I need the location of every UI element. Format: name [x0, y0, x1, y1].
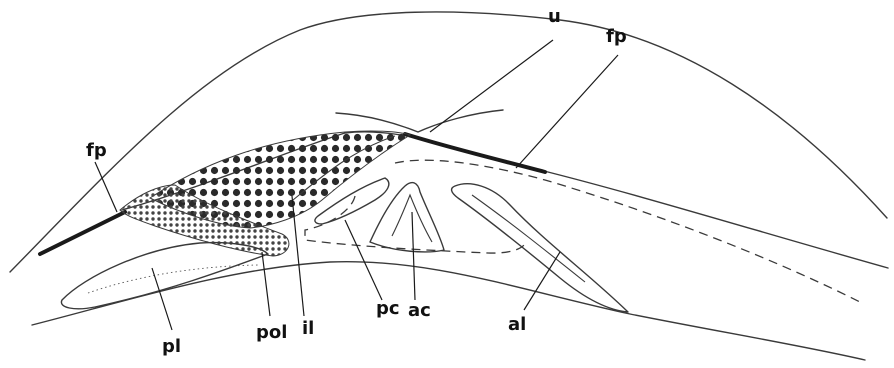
- fp-thick-line-left: [40, 212, 125, 254]
- label-pol: pol: [256, 322, 287, 343]
- label-pc: pc: [376, 298, 400, 319]
- label-fp-right: fp: [606, 26, 627, 47]
- label-u: u: [548, 6, 561, 27]
- al-leader-line: [524, 252, 560, 310]
- base-outline: [32, 262, 865, 360]
- fp-right-leader-line: [516, 55, 618, 168]
- dashed-boundary: [395, 160, 860, 302]
- al-inner-line: [472, 195, 585, 282]
- label-fp-left: fp: [86, 140, 107, 161]
- fp-left-leader-line: [95, 162, 117, 212]
- outer-dome-outline: [10, 12, 887, 272]
- pl-leader-line: [152, 268, 172, 330]
- label-il: il: [302, 318, 314, 339]
- pl-lobe-outline: [61, 243, 268, 309]
- ac-leader-line: [412, 212, 415, 300]
- ac-chamber-outline: [370, 183, 444, 252]
- label-al: al: [508, 314, 526, 335]
- u-leader-line: [430, 40, 553, 132]
- fp-thick-line-right: [405, 134, 545, 172]
- u-flange-outline: [336, 110, 503, 132]
- label-pl: pl: [162, 336, 181, 357]
- label-ac: ac: [408, 300, 431, 321]
- pc-leader-line: [345, 220, 382, 300]
- dashed-chamber-boundary: [305, 196, 525, 253]
- pol-leader-line: [262, 252, 270, 316]
